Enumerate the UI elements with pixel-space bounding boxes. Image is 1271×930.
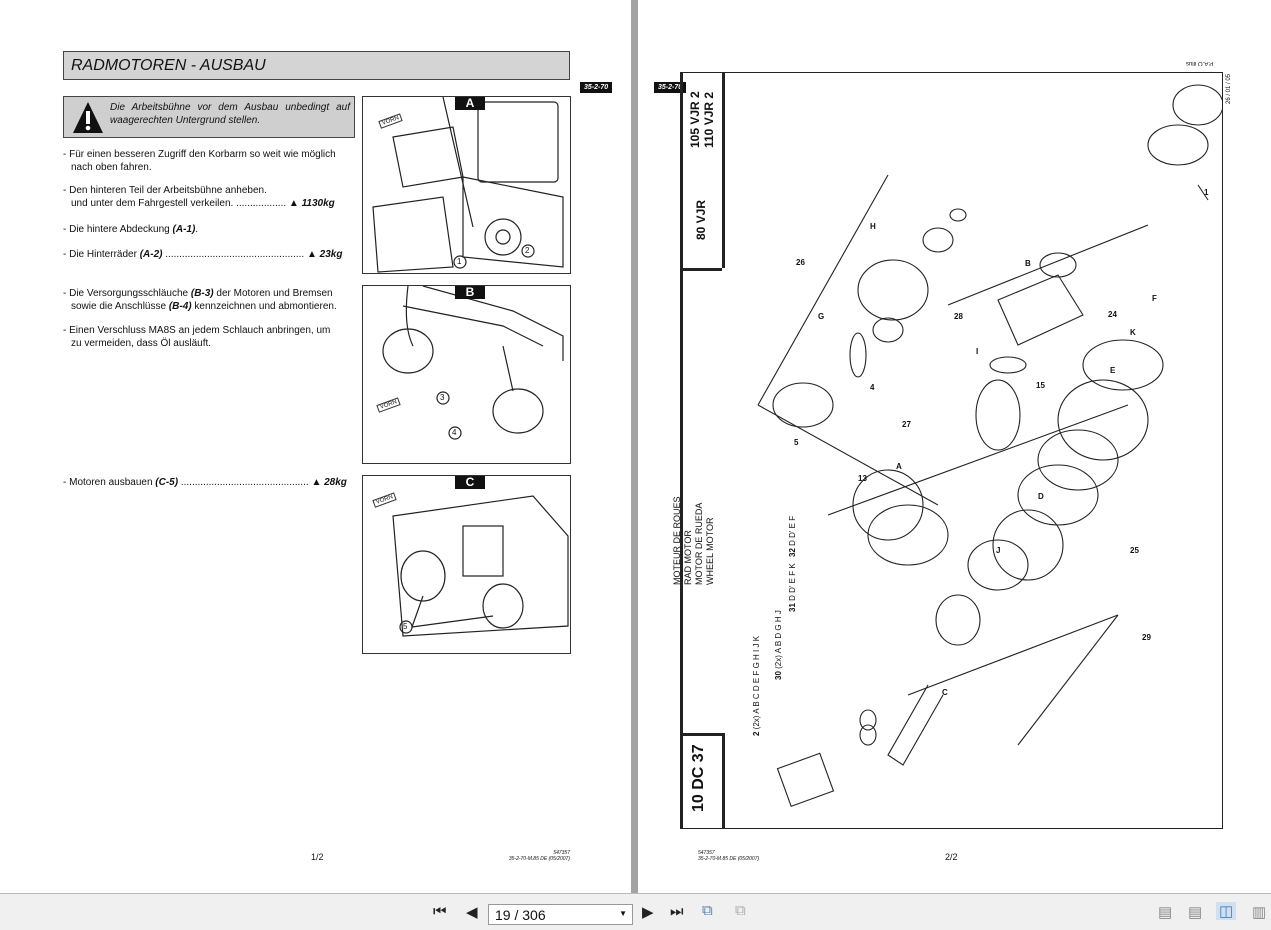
step-4: - Die Hinterräder (A-2) ................… (63, 249, 343, 260)
viewer-toolbar (0, 893, 1271, 930)
warning-text: Die Arbeitsbühne vor dem Ausbau unbeding… (110, 102, 350, 126)
step-2: - Den hinteren Teil der Arbeitsbühne anh… (63, 185, 335, 209)
figure-label: C (455, 476, 485, 489)
figure-label: A (455, 97, 485, 110)
last-page-button[interactable]: ⏭ (670, 903, 684, 920)
drawing-date: 26 / 01 / 05 (1226, 73, 1232, 104)
figure-a: 1 2 VORN A (362, 96, 571, 274)
page-number-input[interactable]: 19 / 306▼ (488, 904, 633, 925)
continuous-view-icon[interactable]: ▤ (1188, 904, 1203, 921)
first-page-button[interactable]: ⏮ (433, 903, 447, 920)
next-page-button[interactable]: ▶ (642, 904, 654, 921)
figure-c: 5 VORN C (362, 475, 571, 654)
hoses-illustration (382, 285, 564, 440)
platform-illustration (372, 96, 564, 273)
exploded-view-diagram (757, 84, 1223, 808)
go-forward-icon[interactable]: ⧉ (735, 902, 746, 919)
model-80vjr: 80 VJR (694, 199, 708, 240)
warning-icon (73, 102, 103, 133)
single-page-view-icon[interactable]: ▤ (1158, 904, 1173, 921)
page-number: 2/2 (945, 852, 958, 862)
drawing-frame (680, 72, 1223, 829)
weight-icon: ▲ (306, 249, 317, 260)
step-5: - Die Versorgungsschläuche (B-3) der Mot… (63, 288, 337, 312)
page-title: RADMOTOREN - AUSBAU (63, 51, 570, 80)
weight-icon: ▲ (311, 477, 322, 488)
go-back-icon[interactable]: ⧉ (702, 902, 713, 919)
figure-b: 3 4 VORN B (362, 285, 571, 464)
motors-illustration (392, 495, 569, 637)
two-page-continuous-view-icon[interactable]: ▥ (1252, 904, 1267, 921)
step-1: - Für einen besseren Zugriff den Korbarm… (63, 149, 336, 173)
left-page: RADMOTOREN - AUSBAU 35-2-70 Die Arbeitsb… (0, 0, 631, 893)
step-7: - Motoren ausbauen (C-5) ...............… (63, 477, 347, 488)
section-tag: 35-2-70 (580, 82, 613, 93)
figure-label: B (455, 286, 485, 299)
two-page-view-icon[interactable]: ◫ (1216, 902, 1237, 920)
chevron-down-icon: ▼ (619, 909, 627, 918)
warning-box: Die Arbeitsbühne vor dem Ausbau unbeding… (63, 96, 355, 138)
step-6: - Einen Verschluss MA8S an jedem Schlauc… (63, 325, 331, 349)
weight-icon: ▲ (288, 197, 299, 209)
step-3: - Die hintere Abdeckung (A-1). (63, 224, 199, 235)
drawing-code: 10 DC 37 (690, 744, 707, 812)
previous-page-button[interactable]: ◀ (466, 904, 478, 921)
section-tag: 35-2-70 (654, 82, 687, 93)
page-number: 1/2 (311, 852, 324, 862)
author-label: P.A.O illus (1186, 60, 1214, 66)
